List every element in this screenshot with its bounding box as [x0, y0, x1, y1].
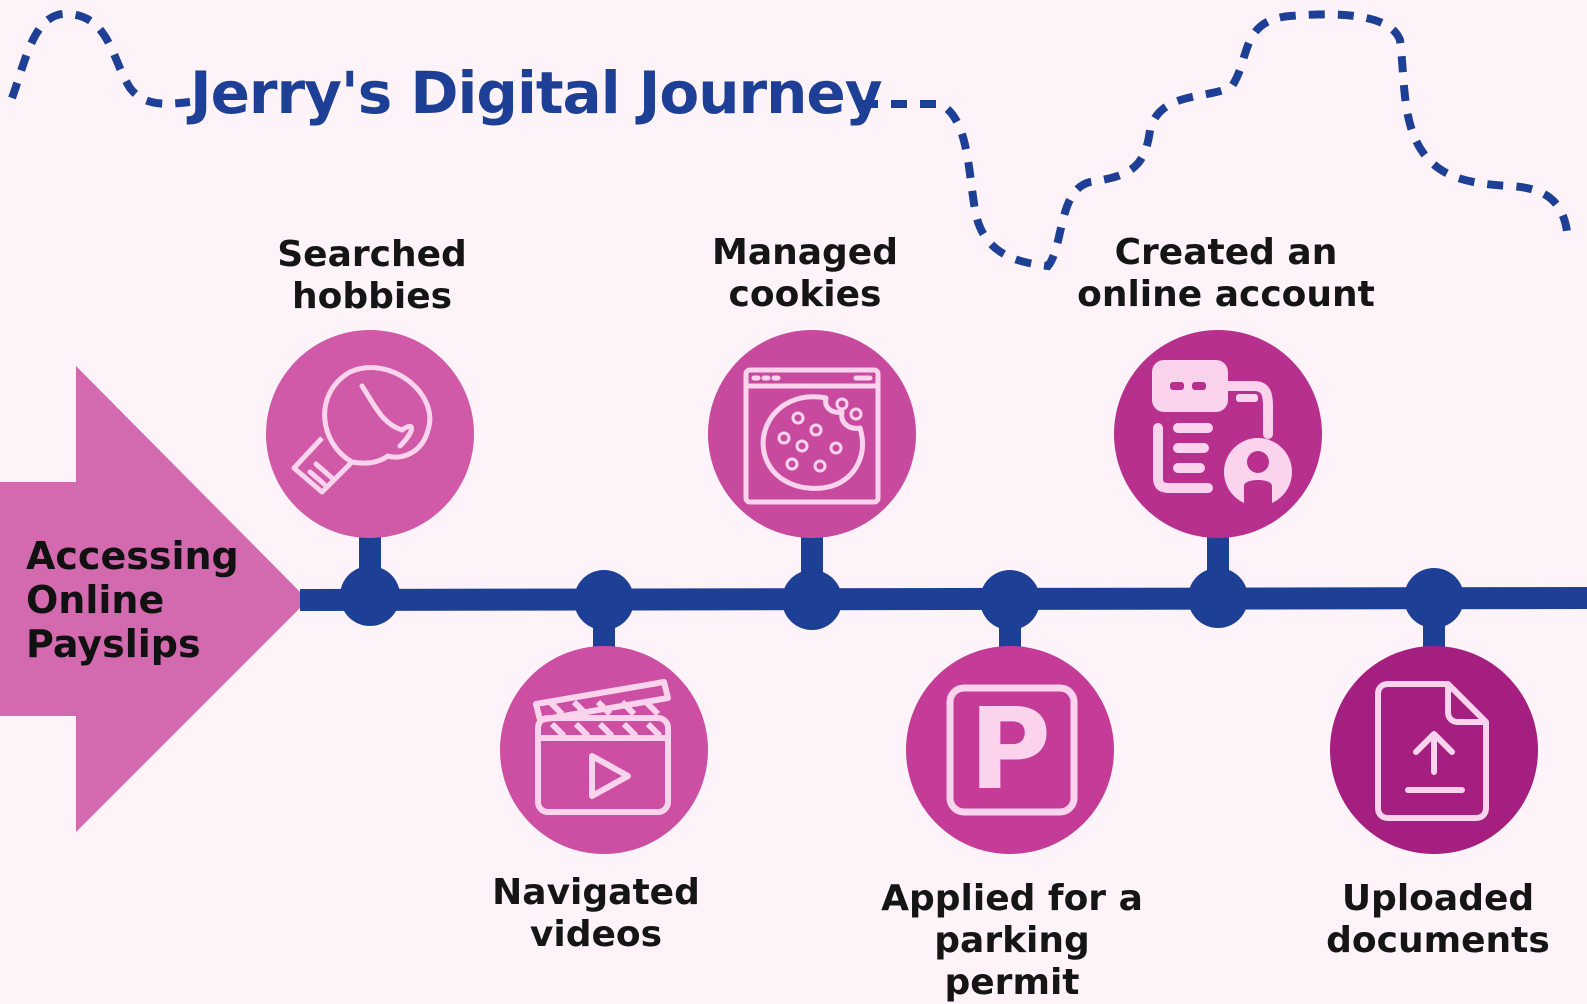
- clapperboard-icon: [533, 679, 671, 815]
- milestone-label-navigated-videos: Navigated videos: [492, 872, 700, 955]
- timeline-node: [980, 570, 1040, 630]
- timeline-node: [782, 570, 842, 630]
- timeline-node: [1188, 568, 1248, 628]
- milestone-circle: [266, 330, 474, 538]
- milestone-3: [708, 330, 916, 630]
- milestone-1: [266, 330, 474, 626]
- file-upload-icon: [1375, 681, 1489, 821]
- milestone-label-online-account: Created an online account: [1077, 232, 1375, 315]
- milestone-label-uploaded-documents: Uploaded documents: [1326, 878, 1550, 961]
- timeline-node: [574, 570, 634, 630]
- milestone-circle: [500, 646, 708, 854]
- timeline-node: [1404, 568, 1464, 628]
- milestone-6: [1330, 568, 1538, 854]
- milestone-label-managed-cookies: Managed cookies: [712, 232, 898, 315]
- decorative-dashed-curve-right: [862, 10, 1572, 271]
- timeline-line: [299, 587, 1587, 611]
- svg-text:P: P: [969, 685, 1051, 815]
- journey-diagram: P: [0, 9, 1587, 854]
- milestone-circle: [906, 646, 1114, 854]
- boxing-glove-icon: [291, 365, 433, 495]
- page-title: Jerry's Digital Journey: [190, 59, 883, 127]
- cookie-browser-icon: [743, 367, 881, 505]
- start-arrow: [0, 366, 308, 832]
- timeline-node: [340, 566, 400, 626]
- milestone-4: P: [906, 570, 1114, 854]
- milestone-5: [1114, 330, 1322, 628]
- account-profile-icon: [1152, 360, 1292, 508]
- milestone-label-searched-hobbies: Searched hobbies: [277, 234, 467, 317]
- decorative-dashed-curve-left: [8, 9, 191, 108]
- milestone-label-parking-permit: Applied for a parking permit: [881, 878, 1143, 1003]
- parking-icon: P: [946, 684, 1078, 816]
- milestone-2: [500, 570, 708, 854]
- start-label: Accessing Online Payslips: [26, 534, 239, 666]
